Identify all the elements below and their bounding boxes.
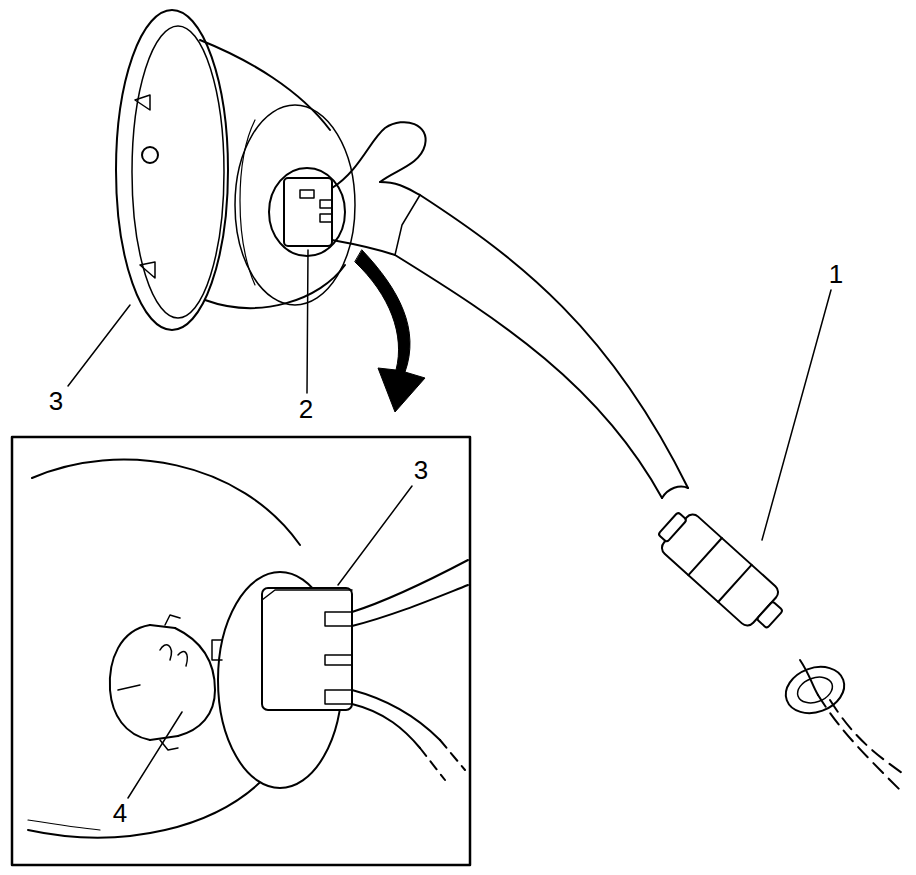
wire-continued: [830, 700, 905, 775]
body-shade: [240, 120, 255, 285]
wire-continued: [818, 695, 900, 790]
wire-loop: [332, 122, 426, 188]
connector-slot: [325, 690, 352, 704]
connector-slot: [300, 190, 314, 198]
connector-slot: [325, 655, 352, 665]
inset-wire: [352, 560, 468, 612]
socket-opening: [269, 168, 345, 256]
lamp-arc: [28, 770, 272, 838]
connector-slot: [320, 214, 332, 222]
bulb-mark: [118, 685, 140, 690]
callout-number: 4: [111, 799, 129, 827]
flange-inner: [132, 26, 224, 318]
inset-wire-continued: [420, 740, 465, 780]
inset-frame: [12, 437, 470, 865]
body-top: [200, 40, 330, 130]
inset-wire: [352, 704, 420, 748]
flange-tabs: [135, 95, 155, 278]
mount-hole: [142, 147, 158, 163]
inset-wire: [352, 690, 440, 740]
bulb-filament: [160, 645, 187, 666]
grommet: [779, 659, 850, 721]
bulb-base: [175, 628, 215, 736]
inset-connector: [262, 588, 352, 710]
leader-line: [762, 290, 831, 540]
housing-flange: [116, 10, 228, 330]
lamp-arc: [28, 820, 100, 830]
view-arrow: [355, 250, 425, 412]
ring-notch: [212, 640, 222, 660]
leader-line: [338, 486, 412, 585]
callout-number: 3: [412, 456, 430, 484]
inset-wire: [352, 585, 468, 626]
body-bottom: [205, 265, 345, 308]
connector-slot: [325, 612, 352, 626]
connector-body: [284, 178, 332, 246]
bulb-neck: [150, 625, 178, 740]
bulb-glass: [110, 625, 150, 740]
harness-split: [662, 486, 688, 498]
lamp-arc: [32, 460, 300, 545]
leader-line: [68, 305, 130, 386]
connector-top: [262, 590, 352, 600]
body-back: [235, 105, 355, 305]
leader-line: [128, 712, 182, 798]
wire-through: [800, 660, 818, 695]
callout-number: 1: [827, 260, 845, 288]
harness-end: [395, 195, 420, 255]
callout-number: 3: [47, 387, 65, 415]
leader-line: [307, 250, 308, 393]
callout-number: 2: [297, 395, 315, 423]
connector-slot: [320, 200, 332, 208]
inline-connector: [651, 505, 791, 639]
